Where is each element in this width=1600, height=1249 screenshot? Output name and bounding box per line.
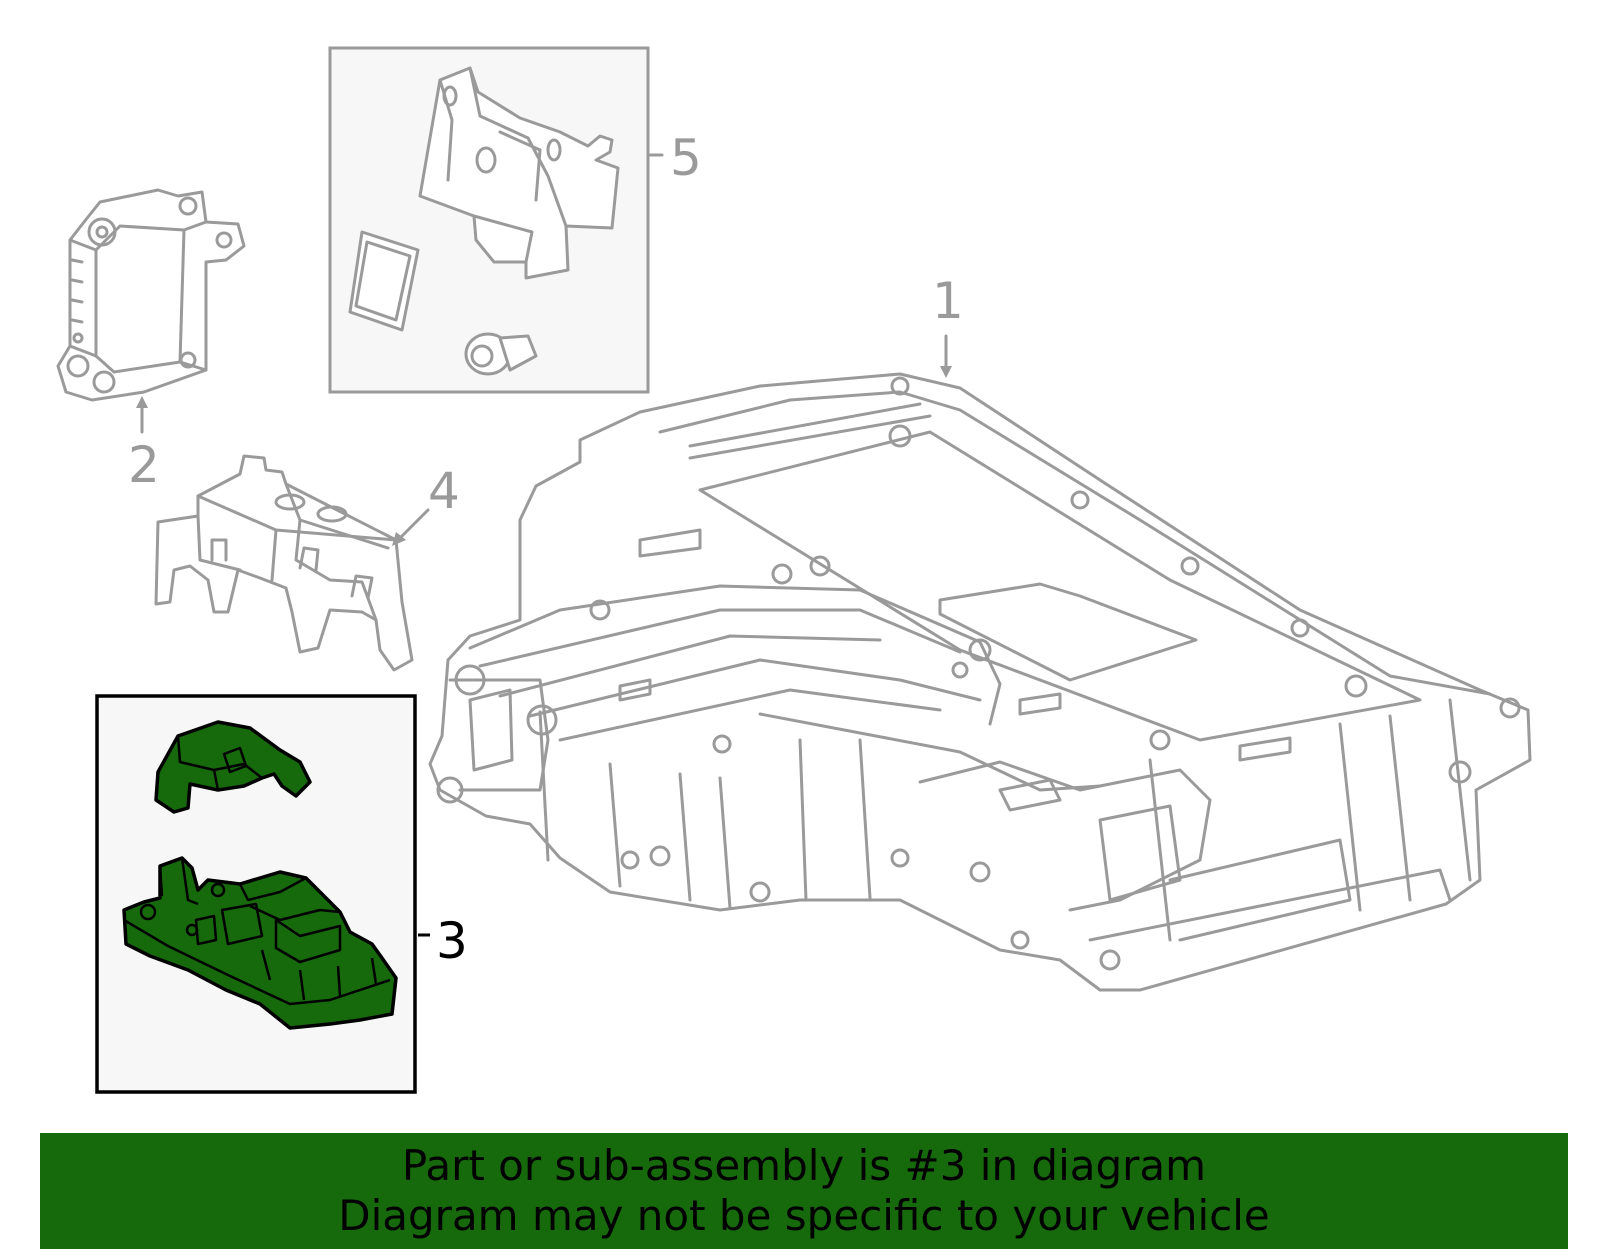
part-5-clip	[464, 332, 538, 376]
callout-5: 5	[670, 129, 702, 187]
part-5-pad	[348, 230, 420, 332]
part-4-bracket	[154, 454, 414, 672]
parts-diagram: 5 2 4	[56, 46, 1532, 1094]
part-3-group: 3	[95, 694, 468, 1094]
part-1-battery-assembly	[428, 372, 1532, 992]
callout-4: 4	[428, 462, 460, 520]
banner-line-2: Diagram may not be specific to your vehi…	[338, 1191, 1270, 1240]
part-2-frame	[56, 188, 246, 402]
banner-line-1: Part or sub-assembly is #3 in diagram	[401, 1141, 1207, 1190]
part-4-group: 4	[154, 454, 460, 672]
part-2-group: 2	[56, 188, 246, 494]
callout-3: 3	[436, 912, 468, 970]
part-5-bracket	[418, 66, 620, 280]
info-banner: Part or sub-assembly is #3 in diagram Di…	[40, 1133, 1568, 1249]
part-5-group: 5	[328, 46, 702, 394]
part-1-group: 1	[428, 272, 1532, 992]
callout-1: 1	[932, 272, 964, 330]
part-1-bolts	[589, 376, 1521, 971]
callout-2: 2	[128, 436, 160, 494]
